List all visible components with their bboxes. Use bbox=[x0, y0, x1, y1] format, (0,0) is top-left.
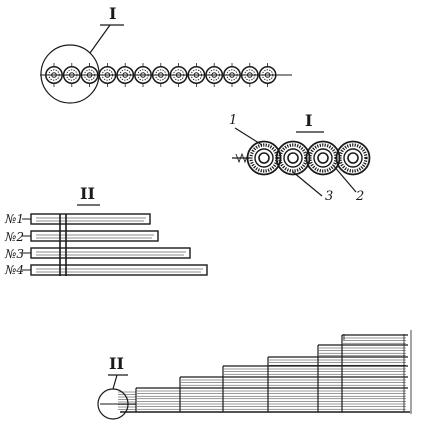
detail-ii-bottom-label: II bbox=[109, 354, 124, 373]
detail-i-circle bbox=[40, 44, 100, 104]
strand-bundle bbox=[22, 204, 208, 276]
detail-i-section-label: I bbox=[305, 111, 313, 130]
core-bead bbox=[151, 63, 170, 87]
detail-ii-leader bbox=[112, 374, 118, 390]
core-bead bbox=[45, 63, 63, 87]
stepped-tier bbox=[267, 356, 408, 412]
strand-label-4: №4 bbox=[5, 263, 24, 277]
core-bead bbox=[240, 63, 259, 87]
strand-label-3: №3 bbox=[5, 247, 24, 261]
strand-1 bbox=[22, 213, 151, 225]
callout-3-label: 3 bbox=[325, 189, 334, 204]
callout-2-label: 2 bbox=[356, 189, 365, 204]
strand-4 bbox=[22, 264, 208, 276]
stepped-tier bbox=[222, 365, 408, 412]
detail-i-top-label: I bbox=[109, 4, 117, 23]
core-bead bbox=[98, 63, 117, 87]
cross-section-core bbox=[275, 140, 311, 176]
core-bead bbox=[205, 63, 224, 87]
detail-ii-side-label: II bbox=[80, 184, 95, 203]
strand-label-2: №2 bbox=[5, 230, 24, 244]
stepped-tier bbox=[341, 334, 408, 412]
strand-label-1: №1 bbox=[5, 212, 24, 226]
core-bead bbox=[187, 63, 206, 87]
callout-1-label: 1 bbox=[229, 113, 238, 128]
cross-section-assembly bbox=[232, 131, 371, 176]
callout-3-leader bbox=[292, 171, 323, 197]
stepped-tier bbox=[135, 387, 408, 413]
strand-2 bbox=[22, 230, 159, 242]
core-bead bbox=[223, 63, 241, 87]
core-bead bbox=[62, 63, 81, 87]
callout-1-leader bbox=[234, 127, 263, 146]
strand-3 bbox=[22, 247, 191, 259]
cross-section-core bbox=[305, 140, 341, 176]
core-bead bbox=[134, 63, 152, 87]
detail-i-leader-line bbox=[89, 24, 111, 54]
core-bead bbox=[80, 63, 99, 87]
core-bead bbox=[169, 63, 188, 87]
cross-section-core bbox=[335, 140, 371, 176]
core-bead bbox=[116, 63, 135, 87]
stepped-tier bbox=[317, 344, 408, 412]
stepped-bundle bbox=[100, 330, 412, 414]
callout-2-leader bbox=[332, 164, 357, 193]
cross-section-core bbox=[246, 140, 282, 176]
core-chain bbox=[40, 63, 292, 87]
core-bead bbox=[258, 63, 277, 87]
